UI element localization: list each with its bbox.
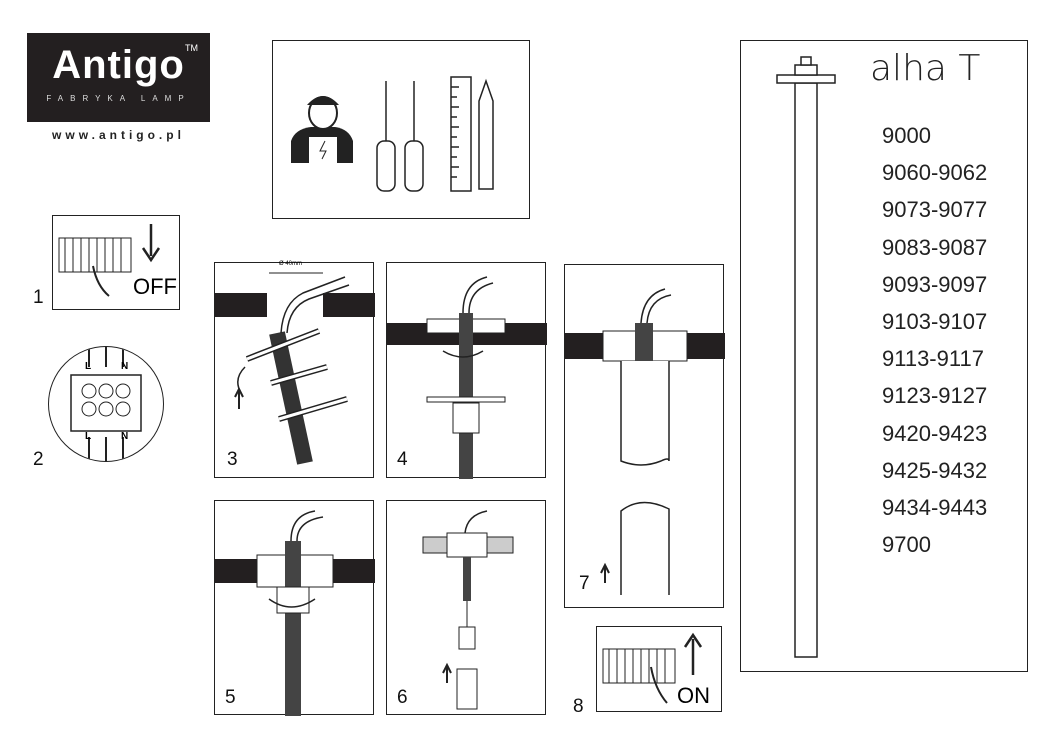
step-7-panel: 7 — [564, 264, 725, 608]
model-number: 9073-9077 — [882, 197, 988, 223]
neutral-label-top: N — [121, 361, 129, 372]
model-number: 9000 — [882, 123, 931, 148]
step-7-number: 7 — [579, 573, 590, 594]
ruler-icon — [450, 76, 472, 192]
step-2-panel: L N L N — [48, 346, 164, 462]
model-number: 9093-9097 — [882, 271, 988, 297]
step-4-number: 4 — [397, 449, 408, 470]
website-url: www.antigo.pl — [52, 128, 185, 142]
electrician-icon — [291, 96, 353, 163]
step-1-number: 1 — [33, 287, 44, 308]
step-5-panel: 5 — [214, 500, 375, 716]
step-8-number: 8 — [573, 696, 584, 717]
neutral-label-bottom: N — [121, 431, 129, 442]
live-label-bottom: L — [85, 431, 92, 442]
live-label-top: L — [85, 361, 92, 372]
model-number: 9434-9443 — [882, 495, 988, 521]
pencil-icon — [478, 78, 494, 190]
lamp-rod-illustration — [776, 56, 836, 658]
step-6-number: 6 — [397, 687, 408, 708]
logo-tagline: FABRYKA LAMP — [46, 94, 191, 103]
step-5-illustration — [215, 510, 375, 716]
model-number: 9700 — [882, 532, 931, 558]
product-panel — [740, 40, 1028, 672]
arrow-up-icon — [442, 662, 452, 683]
tools-illustration — [291, 76, 494, 192]
diameter-label: Ø 40mm — [279, 261, 303, 267]
arrow-up-icon — [600, 562, 610, 583]
step-1-panel: OFF — [52, 215, 180, 310]
screwdriver-phillips-icon — [404, 81, 424, 192]
fusebox-on-illustration — [602, 632, 703, 704]
model-number: 9060-9062 — [882, 160, 988, 186]
tools-panel — [272, 40, 530, 219]
step-4-panel: 4 — [386, 262, 547, 479]
step-6-panel: 6 — [386, 500, 546, 715]
logo-brand: Antigo — [52, 43, 185, 87]
product-title: alha T — [870, 48, 981, 89]
step-3-number: 3 — [227, 449, 238, 470]
model-number: 9123-9127 — [882, 383, 988, 409]
model-number: 9103-9107 — [882, 309, 988, 335]
step-2-number: 2 — [33, 449, 44, 470]
off-label: OFF — [133, 274, 177, 299]
arrow-up-icon — [234, 386, 244, 409]
rotate-arrow-icon — [237, 366, 246, 394]
model-number: 9420-9423 — [882, 420, 988, 446]
step-5-number: 5 — [225, 687, 236, 708]
step-7-illustration — [565, 288, 725, 595]
model-number: 9113-9117 — [882, 346, 984, 372]
step-3-illustration — [215, 272, 375, 465]
model-number: 9425-9432 — [882, 457, 988, 483]
on-label: ON — [677, 683, 710, 708]
fusebox-off-illustration — [58, 224, 161, 297]
terminal-block-illustration — [70, 347, 142, 461]
screwdriver-flat-icon — [376, 81, 396, 192]
step-8-panel: ON — [596, 626, 722, 712]
logo-trademark: TM — [185, 43, 198, 53]
model-list: 9000 9060-9062 9073-9077 9083-9087 9093-… — [882, 117, 987, 563]
rotate-arrow-icon — [442, 350, 484, 358]
rotate-arrow-icon — [268, 598, 316, 608]
step-3-panel: Ø 40mm 3 — [214, 261, 375, 478]
step-4-illustration — [387, 276, 547, 479]
step-6-illustration — [422, 510, 514, 710]
model-number: 9083-9087 — [882, 234, 988, 260]
antigo-logo: Antigo TM FABRYKA LAMP — [27, 33, 210, 122]
